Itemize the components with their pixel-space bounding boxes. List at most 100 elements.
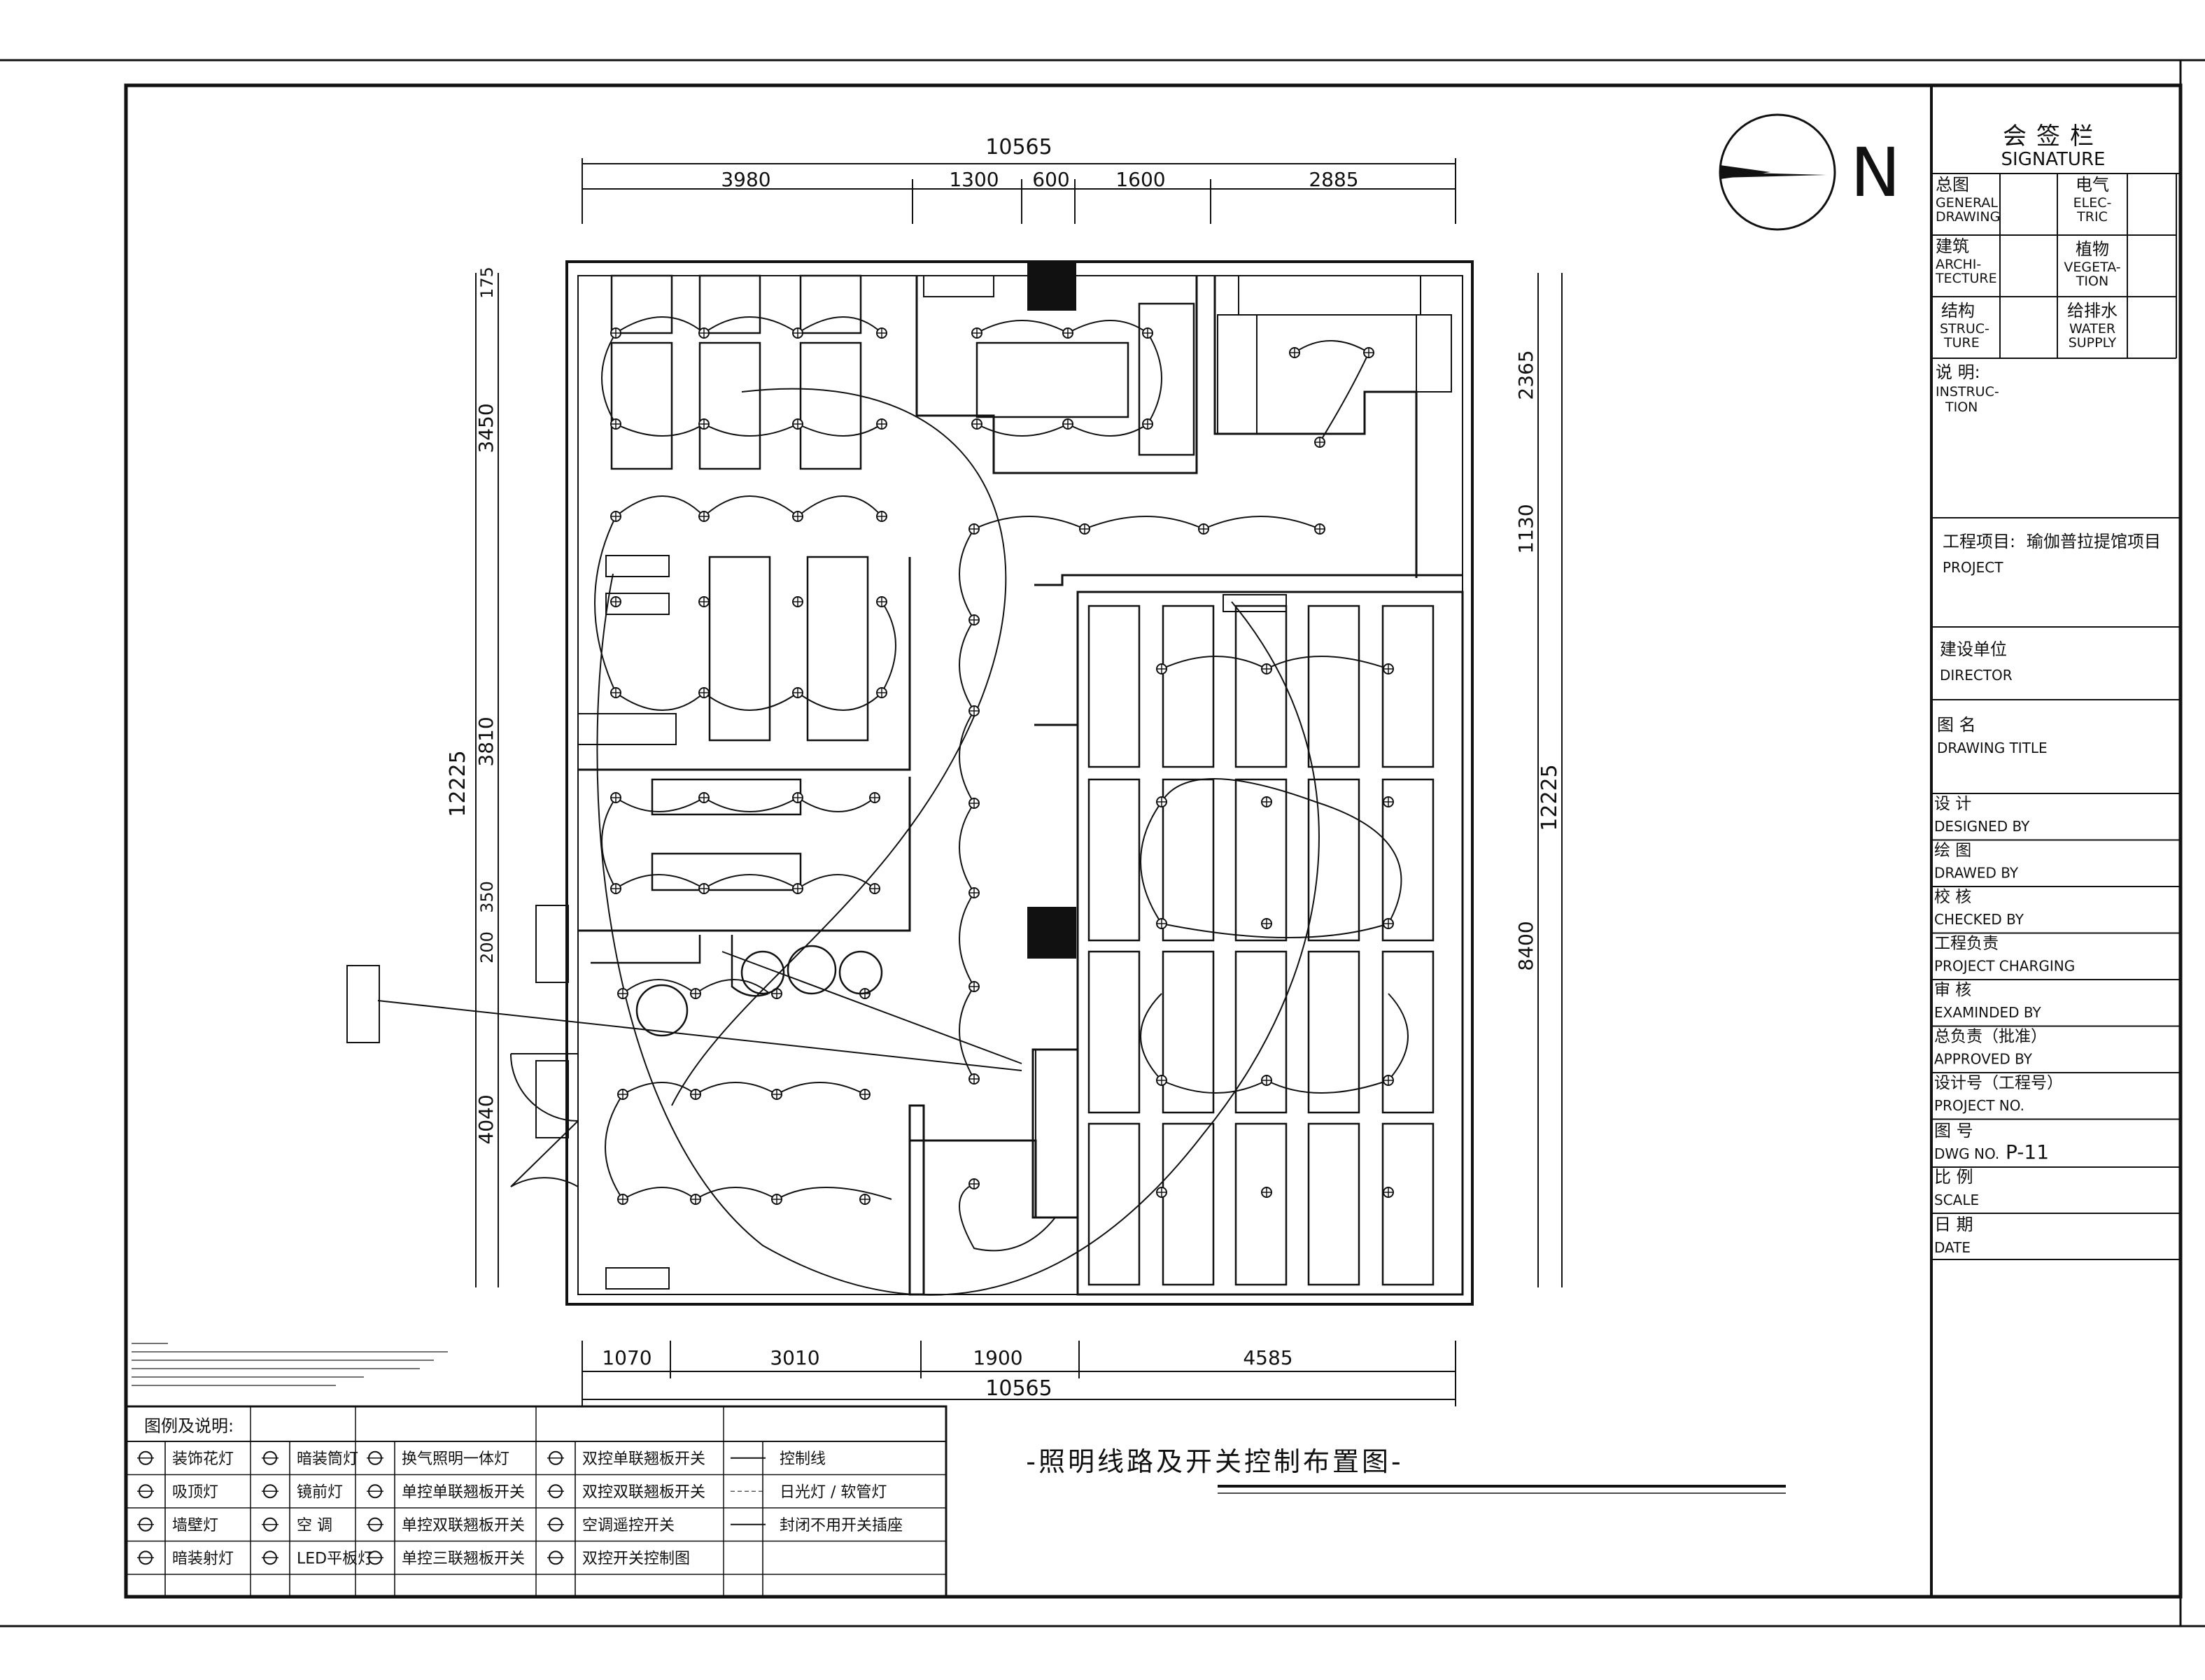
downlight-icon bbox=[1383, 1075, 1394, 1086]
legend-label: LED平板灯 bbox=[297, 1551, 373, 1568]
wall-light-icon bbox=[137, 1517, 154, 1532]
downlight-icon bbox=[968, 705, 980, 717]
led-panel-icon bbox=[262, 1551, 279, 1565]
mat bbox=[1234, 950, 1288, 1114]
signature-row: 总负责（批准）APPROVED BY bbox=[1931, 1028, 2181, 1073]
downlight-icon bbox=[968, 981, 980, 992]
svg-text:总图: 总图 bbox=[1936, 175, 1969, 195]
downlight-icon bbox=[792, 883, 803, 894]
recessed-downlight-icon bbox=[262, 1450, 279, 1465]
round-table bbox=[838, 950, 883, 995]
switch-note-tag bbox=[535, 1060, 569, 1138]
switch-note-tag bbox=[346, 965, 380, 1043]
downlight-icon bbox=[698, 883, 710, 894]
svg-text:日 期: 日 期 bbox=[1934, 1215, 1973, 1234]
dim-top-seg-4: 1600 bbox=[1115, 168, 1165, 191]
svg-text:VEGETA-: VEGETA- bbox=[2064, 260, 2120, 275]
mat bbox=[698, 341, 761, 470]
svg-text:DRAWING: DRAWING bbox=[1936, 209, 2000, 225]
discipline-water-supply: 给排水 WATER SUPPLY bbox=[2067, 301, 2118, 351]
dim-left-seg-6: 4040 bbox=[474, 1094, 498, 1144]
mat bbox=[651, 778, 802, 816]
dim-bottom-total: 10565 bbox=[985, 1376, 1052, 1401]
downlight-icon bbox=[690, 988, 701, 999]
downlight-icon bbox=[617, 988, 628, 999]
dim-left-seg-4: 350 bbox=[477, 881, 497, 913]
wiring-runs bbox=[377, 316, 1409, 1296]
project-cell: 工程项目: 瑜伽普拉提馆项目 PROJECT bbox=[1943, 532, 2161, 576]
drawing-name: -照明线路及开关控制布置图- bbox=[1026, 1446, 1403, 1477]
svg-text:图 名: 图 名 bbox=[1937, 715, 1976, 735]
drawing-name-block: -照明线路及开关控制布置图- bbox=[1026, 1446, 1786, 1494]
discipline-electric: 电气 ELEC- TRIC bbox=[2073, 175, 2112, 225]
title-block: 会签栏 SIGNATURE 总图 GENERAL DRAWING 电气 ELEC… bbox=[1930, 85, 2181, 1597]
legend-label: 封闭不用开关插座 bbox=[780, 1517, 903, 1534]
signature-row-en: DESIGNED BY bbox=[1934, 818, 2030, 835]
svg-text:给排水: 给排水 bbox=[2067, 301, 2118, 320]
dim-top-seg-1: 3980 bbox=[721, 168, 770, 191]
svg-text:ARCHI-: ARCHI- bbox=[1936, 257, 1981, 272]
signature-row-en: APPROVED BY bbox=[1934, 1051, 2033, 1068]
single-switch-icon bbox=[367, 1484, 383, 1499]
dimension-lines: 10565 3980 1300 600 1600 2885 1070 3010 … bbox=[446, 135, 1563, 1406]
signature-row-cn: 设 计 bbox=[1934, 795, 1971, 813]
dim-left-seg-2: 3450 bbox=[474, 403, 498, 453]
legend-label: 墙壁灯 bbox=[172, 1517, 218, 1534]
downlight-icon bbox=[690, 1194, 701, 1205]
mat bbox=[1162, 1122, 1215, 1286]
signature-row-en: PROJECT NO. bbox=[1934, 1097, 2024, 1114]
downlight-icon bbox=[1198, 523, 1209, 535]
legend-label: 单控三联翘板开关 bbox=[402, 1551, 525, 1568]
dim-top-total: 10565 bbox=[985, 135, 1052, 160]
legend-label: 暗装筒灯 bbox=[297, 1450, 358, 1468]
downlight-icon bbox=[1289, 347, 1300, 358]
downlight-icon bbox=[698, 418, 710, 430]
downlight-icon bbox=[968, 614, 980, 626]
legend-label: 空调遥控开关 bbox=[582, 1517, 675, 1534]
legend-label: 单控单联翘板开关 bbox=[402, 1484, 525, 1502]
mat bbox=[1162, 605, 1215, 768]
mat bbox=[610, 274, 673, 334]
downlight-icon bbox=[1363, 347, 1374, 358]
structural-column bbox=[1027, 907, 1076, 959]
dim-bottom-seg-2: 3010 bbox=[770, 1346, 819, 1369]
mat bbox=[799, 274, 862, 334]
svg-text:植物: 植物 bbox=[2076, 239, 2109, 259]
drawing-border bbox=[124, 83, 2183, 1599]
downlight-icon bbox=[971, 327, 982, 339]
signature-row-en: PROJECT CHARGING bbox=[1934, 958, 2075, 975]
downlight-icon bbox=[1383, 918, 1394, 929]
mat bbox=[1138, 302, 1195, 456]
mat bbox=[651, 852, 802, 891]
dim-left-seg-1: 175 bbox=[477, 267, 497, 299]
north-label: N bbox=[1850, 134, 1901, 212]
legend-label: 装饰花灯 bbox=[172, 1450, 234, 1468]
signature-row-en: CHECKED BY bbox=[1934, 911, 2024, 928]
downlight-icon bbox=[1383, 796, 1394, 807]
downlight-icon bbox=[690, 1089, 701, 1100]
downlight-icon bbox=[610, 511, 621, 522]
legend-table: 图例及说明: 装饰花灯暗装筒灯换气照明一体灯双控单联翘板开关控制线吸顶灯镜前灯单… bbox=[125, 1405, 947, 1598]
svg-text:DRAWING TITLE: DRAWING TITLE bbox=[1937, 740, 2048, 756]
dim-right-seg-3: 8400 bbox=[1514, 921, 1537, 970]
signature-row-cn: 设计号（工程号） bbox=[1934, 1074, 2063, 1092]
svg-text:建设单位: 建设单位 bbox=[1940, 640, 2007, 659]
svg-text:STRUC-: STRUC- bbox=[1940, 321, 1989, 337]
discipline-architecture: 建筑 ARCHI- TECTURE bbox=[1935, 237, 1997, 286]
drawing-title-cell: 图 名 DRAWING TITLE bbox=[1937, 715, 2048, 756]
signature-row-cn: 绘 图 bbox=[1934, 842, 1971, 860]
downlight-icon bbox=[1062, 418, 1073, 430]
svg-text:DATE: DATE bbox=[1934, 1239, 1971, 1256]
legend-title: 图例及说明: bbox=[144, 1416, 234, 1436]
mat bbox=[806, 556, 869, 742]
mat bbox=[1234, 1122, 1288, 1286]
director-cell: 建设单位 DIRECTOR bbox=[1940, 640, 2013, 684]
downlight-icon bbox=[698, 327, 710, 339]
downlight-icon bbox=[610, 883, 621, 894]
outer-wall bbox=[565, 260, 1474, 1306]
project-label: 工程项目: bbox=[1943, 532, 2015, 551]
svg-text:TRIC: TRIC bbox=[2076, 209, 2108, 225]
downlight-icon bbox=[859, 1194, 871, 1205]
